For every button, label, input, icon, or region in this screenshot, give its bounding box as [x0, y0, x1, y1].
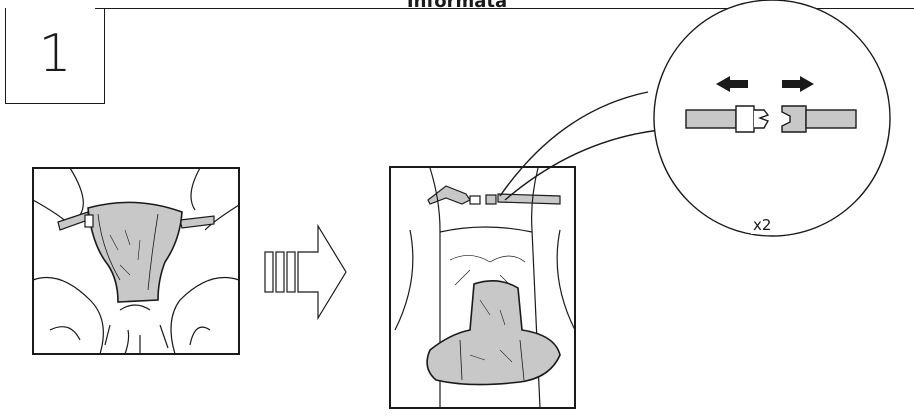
seat-open-illustration [389, 166, 576, 409]
header-title: Informata [406, 0, 508, 12]
arrow-left-icon [716, 76, 748, 92]
arrow-right-icon [264, 223, 347, 321]
arrow-right-small-icon [782, 76, 814, 92]
right-panel-frame [389, 166, 576, 409]
quantity-label: x2 [751, 216, 774, 234]
left-panel-frame [32, 167, 240, 355]
seat-cushion-illustration [32, 167, 240, 355]
top-rule [95, 8, 914, 9]
buckle-detail-illustration [499, 0, 891, 237]
step-number-box: 1 [5, 8, 105, 104]
step-number: 1 [38, 24, 72, 84]
